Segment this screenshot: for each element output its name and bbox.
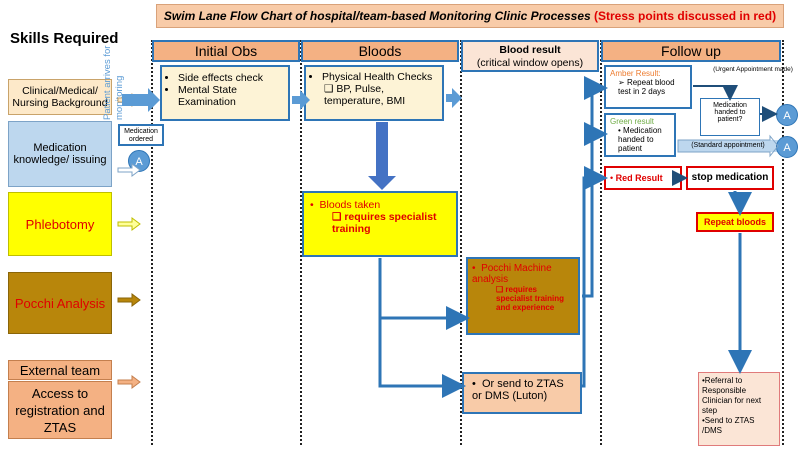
skill-pocchi: Pocchi Analysis xyxy=(8,272,112,334)
pocchi-main: • Pocchi Machine analysis xyxy=(472,263,552,285)
skill-phlebotomy-label: Phlebotomy xyxy=(25,216,95,232)
medication-ordered-box: Medication ordered xyxy=(118,124,164,146)
initial-obs-box: Side effects check Mental State Examinat… xyxy=(160,65,290,121)
initial-obs-item: Side effects check xyxy=(178,72,284,84)
lane-divider-2 xyxy=(300,40,302,445)
green-result-box: Green result • Medication handed to pati… xyxy=(604,113,676,157)
urgent-note: (Urgent Appointment made) xyxy=(713,66,793,73)
skill-clinical: Clinical/Medical/ Nursing Background xyxy=(8,79,112,115)
ztas-dms-box: • Or send to ZTAS or DMS (Luton) xyxy=(462,372,582,414)
physical-health-sub: ❑ BP, Pulse, temperature, BMI xyxy=(324,83,406,107)
skill-access-label: Access to registration and ZTAS xyxy=(15,385,105,435)
pocchi-sub: ❑ requires specialist training and exper… xyxy=(496,285,565,312)
skill-pocchi-label: Pocchi Analysis xyxy=(14,295,106,311)
stop-medication-box: stop medication xyxy=(686,166,774,190)
title-main: Swim Lane Flow Chart of hospital/team-ba… xyxy=(163,9,591,23)
skill-medication: Medication knowledge/ issuing xyxy=(8,121,112,187)
title-note: (Stress points discussed in red) xyxy=(594,9,777,23)
lane-header-bloods: Bloods xyxy=(301,40,459,62)
skills-heading: Skills Required xyxy=(10,30,119,47)
arrow-obs-to-bloods xyxy=(292,90,310,110)
initial-obs-item: Mental State Examination xyxy=(178,84,284,108)
green-text: • Medication handed to patient xyxy=(618,126,662,153)
physical-health-checks: Physical Health Checks xyxy=(322,71,438,83)
bloods-taken-sub: ❑ requires specialist training xyxy=(332,211,437,235)
line-pocchi-up xyxy=(582,76,608,298)
bloods-taken-main: • Bloods taken xyxy=(310,199,381,211)
medication-handed-question: Medication handed to patient? xyxy=(700,98,760,136)
amber-text: ➢ Repeat blood test in 2 days xyxy=(618,78,675,96)
bloods-taken-box: • Bloods taken ❑ requires specialist tra… xyxy=(302,191,458,257)
line-stop-to-repeat xyxy=(728,191,752,216)
skill-access: Access to registration and ZTAS xyxy=(8,381,112,439)
skill-medication-label: Medication knowledge/ issuing xyxy=(13,142,107,166)
ztas-dms-text: • Or send to ZTAS or DMS (Luton) xyxy=(472,378,564,402)
skill-phlebotomy: Phlebotomy xyxy=(8,192,112,256)
arrow-into-initial-obs xyxy=(122,88,160,112)
line-ztas-up xyxy=(582,166,608,388)
lane-divider-4 xyxy=(600,40,602,445)
arrow-bloods-to-result xyxy=(446,88,462,108)
referral-box: •Referral to Responsible Clinician for n… xyxy=(698,372,780,446)
skill-external-team-label: External team xyxy=(19,362,101,378)
skill-external-team: External team xyxy=(8,360,112,380)
line-to-ztas xyxy=(378,318,466,398)
line-to-pocchi xyxy=(378,258,470,330)
amber-result-box: Amber Result: ➢ Repeat blood test in 2 d… xyxy=(604,65,692,109)
arrow-green-to-a xyxy=(677,134,779,158)
referral-line-1: •Referral to Responsible Clinician for n… xyxy=(702,376,762,415)
physical-health-checks-box: Physical Health Checks ❑ BP, Pulse, temp… xyxy=(304,65,444,121)
connector-a-right: A xyxy=(776,136,798,158)
lane-header-follow-up: Follow up xyxy=(601,40,781,62)
lane-header-blood-result: Blood result (critical window opens) xyxy=(461,40,599,72)
skill-arrows xyxy=(117,93,141,389)
lane-header-initial-obs: Initial Obs xyxy=(152,40,300,62)
lane-divider-3 xyxy=(460,40,462,445)
chart-title: Swim Lane Flow Chart of hospital/team-ba… xyxy=(156,4,784,28)
pocchi-analysis-box: • Pocchi Machine analysis ❑ requires spe… xyxy=(466,257,580,335)
skill-clinical-label: Clinical/Medical/ Nursing Background xyxy=(12,85,108,109)
lane-divider-1 xyxy=(151,40,153,445)
referral-line-2: •Send to ZTAS /DMS xyxy=(702,416,755,435)
lane-divider-5 xyxy=(782,40,784,445)
arrow-down-bloods xyxy=(368,122,396,190)
line-amber-to-question xyxy=(693,85,738,101)
standard-appointment-band: (Standard appointment) xyxy=(678,140,778,152)
